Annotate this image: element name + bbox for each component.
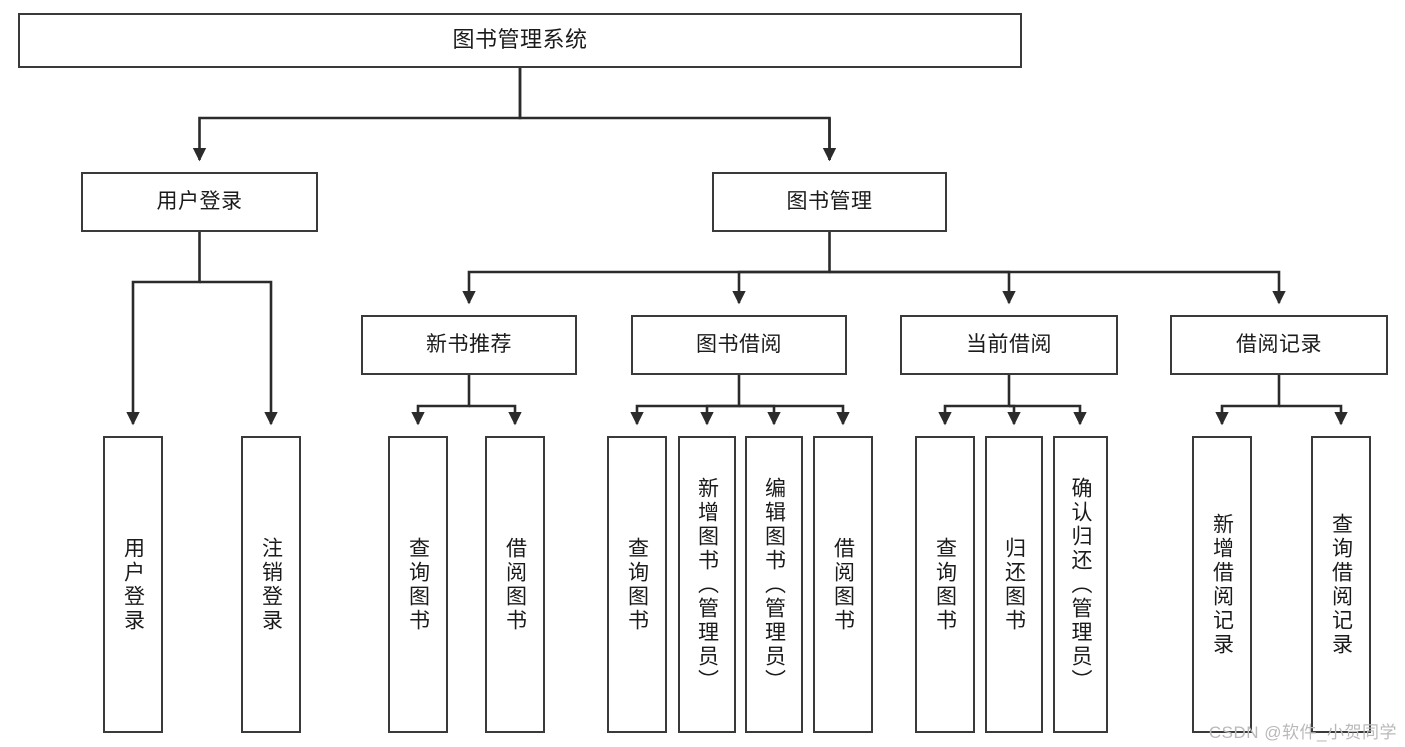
leaf-query-book-borrow[interactable]: 查询图书 bbox=[607, 436, 667, 733]
node-current-borrow[interactable]: 当前借阅 bbox=[900, 315, 1118, 375]
leaf-borrow-book-recommend[interactable]: 借阅图书 bbox=[485, 436, 545, 733]
leaf-add-borrow-record[interactable]: 新增借阅记录 bbox=[1192, 436, 1252, 733]
node-book-borrow[interactable]: 图书借阅 bbox=[631, 315, 847, 375]
node-book-manage[interactable]: 图书管理 bbox=[712, 172, 947, 232]
node-label: 查询图书 bbox=[406, 536, 430, 633]
node-label: 归还图书 bbox=[1002, 536, 1026, 633]
node-label: 借阅记录 bbox=[1236, 333, 1322, 357]
node-label: 新增借阅记录 bbox=[1210, 512, 1234, 657]
node-label: 新书推荐 bbox=[426, 333, 512, 357]
node-label: 注销登录 bbox=[259, 536, 283, 633]
node-label: 图书借阅 bbox=[696, 333, 782, 357]
node-label: 查询图书 bbox=[625, 536, 649, 633]
node-root-book-management-system[interactable]: 图书管理系统 bbox=[18, 13, 1022, 68]
leaf-borrow-book[interactable]: 借阅图书 bbox=[813, 436, 873, 733]
node-borrow-record[interactable]: 借阅记录 bbox=[1170, 315, 1388, 375]
node-label: 当前借阅 bbox=[966, 333, 1052, 357]
node-label: 图书管理 bbox=[786, 190, 873, 214]
node-label: 编辑图书（管理员） bbox=[762, 476, 786, 693]
node-label: 图书管理系统 bbox=[452, 27, 588, 53]
node-label: 查询图书 bbox=[933, 536, 957, 633]
leaf-query-book-recommend[interactable]: 查询图书 bbox=[388, 436, 448, 733]
leaf-add-book-admin[interactable]: 新增图书（管理员） bbox=[678, 436, 736, 733]
leaf-edit-book-admin[interactable]: 编辑图书（管理员） bbox=[745, 436, 803, 733]
leaf-user-login[interactable]: 用户登录 bbox=[103, 436, 163, 733]
node-label: 借阅图书 bbox=[831, 536, 855, 633]
node-label: 用户登录 bbox=[156, 190, 243, 214]
leaf-confirm-return-admin[interactable]: 确认归还（管理员） bbox=[1053, 436, 1108, 733]
node-label: 借阅图书 bbox=[503, 536, 527, 633]
node-label: 用户登录 bbox=[121, 536, 145, 633]
node-new-book-recommend[interactable]: 新书推荐 bbox=[361, 315, 577, 375]
leaf-logout-login[interactable]: 注销登录 bbox=[241, 436, 301, 733]
node-user-login[interactable]: 用户登录 bbox=[81, 172, 318, 232]
node-label: 确认归还（管理员） bbox=[1069, 476, 1093, 693]
node-label: 新增图书（管理员） bbox=[695, 476, 719, 693]
leaf-return-book[interactable]: 归还图书 bbox=[985, 436, 1043, 733]
leaf-query-book-current[interactable]: 查询图书 bbox=[915, 436, 975, 733]
leaf-query-borrow-record[interactable]: 查询借阅记录 bbox=[1311, 436, 1371, 733]
node-label: 查询借阅记录 bbox=[1329, 512, 1353, 657]
csdn-watermark: CSDN @软件_小贺同学 bbox=[1208, 723, 1397, 742]
